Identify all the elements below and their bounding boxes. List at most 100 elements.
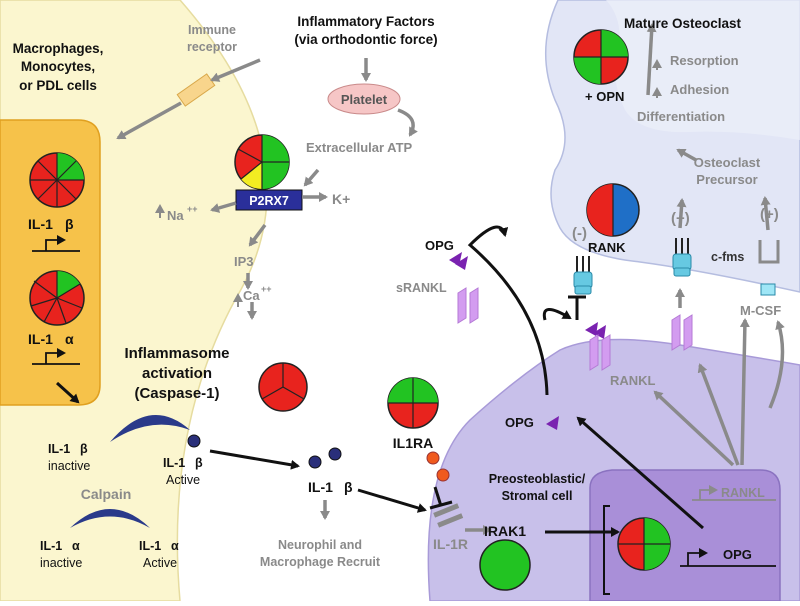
pos1-label: (+) [671,210,690,227]
pie-opn [573,29,629,85]
cfms-receptor [758,240,780,296]
inflammasome-label: Inflammasome activation (Caspase-1) [124,345,229,402]
svg-text:Macrophages,: Macrophages, [13,41,104,56]
svg-text:inactive: inactive [48,459,90,473]
il1a-gene-promoter [32,348,80,365]
pie-il1ra [387,377,439,429]
svg-text:Precursor: Precursor [696,172,757,187]
pie-il1a [29,270,85,326]
pie-il1b [29,152,85,208]
small-gray-arrows [155,59,662,307]
rankl-membrane-label: RANKL [610,373,656,388]
il1r-label: IL-1R [433,536,468,552]
opg-gene-promoter [680,548,776,567]
svg-text:β: β [80,442,88,456]
mature-osteoclast-label: Mature Osteoclast [624,16,742,31]
rankl-gene-promoter [692,485,776,501]
srankl-shape [457,287,479,324]
svg-text:receptor: receptor [187,40,237,54]
neg-label: (-) [572,225,587,242]
k-plus-label: K+ [332,191,350,207]
srankl-label: sRANKL [396,281,447,295]
il1a-active-label: IL-1 α Active [139,539,179,570]
svg-text:Osteoclast: Osteoclast [694,155,761,170]
svg-text:activation: activation [142,365,212,382]
svg-text:IL-1: IL-1 [163,456,185,470]
opg-bound-triangles [585,322,606,339]
svg-text:Macrophage Recruit: Macrophage Recruit [260,555,381,569]
il1a-main-label: IL-1 α [28,331,74,347]
pos2-label: (+) [760,206,779,223]
rankl-membrane-shape-1 [589,334,611,371]
il1b-inactive-label: IL-1 β inactive [48,442,90,473]
opg-top-triangles [449,252,468,270]
rankl-membrane-shape-2 [671,314,693,351]
preosteoblast-label: Preosteoblastic/ Stromal cell [489,472,586,503]
svg-text:Neurophil and: Neurophil and [278,538,362,552]
svg-text:α: α [65,331,74,347]
svg-text:Immune: Immune [188,23,236,37]
svg-text:IL-1: IL-1 [28,331,53,347]
svg-text:IL-1: IL-1 [48,442,70,456]
cfms-label: c-fms [711,250,744,264]
calpain-arc [70,509,150,528]
svg-text:(via orthodontic force): (via orthodontic force) [294,32,437,47]
svg-text:IL-1: IL-1 [308,479,333,495]
opg-secreted-triangle [546,416,559,430]
svg-text:Active: Active [143,556,177,570]
adhesion-label: Adhesion [670,82,729,97]
svg-text:or PDL cells: or PDL cells [19,78,97,93]
rank-receptor-right [672,238,692,277]
il1b-free-dots [308,447,342,469]
platelet-shape [327,83,401,115]
p2rx7-box [235,189,303,211]
svg-text:Ca: Ca [243,288,260,303]
il1r-receptor [433,503,464,528]
il1a-inactive-label: IL-1 α inactive [40,539,82,570]
osteoclast-inner [606,0,800,140]
platelet-label: Platelet [341,92,388,107]
resorption-label: Resorption [670,53,739,68]
svg-text:IL-1: IL-1 [139,539,161,553]
il1b-active-dot [187,434,201,448]
svg-text:β: β [195,456,203,470]
pie-p2rx7 [234,134,290,190]
il1b-free-label: IL-1 β [308,479,353,495]
svg-text:++: ++ [261,284,272,294]
pie-gene [617,517,671,571]
extracellular-atp-label: Extracellular ATP [306,140,413,155]
svg-text:++: ++ [187,204,198,214]
inflammatory-factors-label: Inflammatory Factors (via orthodontic fo… [294,14,437,47]
svg-text:(Caspase-1): (Caspase-1) [134,385,219,402]
opn-label: + OPN [585,89,624,104]
svg-text:IL-1: IL-1 [40,539,62,553]
svg-text:IL-1: IL-1 [28,216,53,232]
svg-text:α: α [72,539,80,553]
svg-text:α: α [171,539,179,553]
opg-secreted-label: OPG [505,415,534,430]
il1b-main-label: IL-1 β [28,216,74,232]
svg-text:Preosteoblastic/: Preosteoblastic/ [489,472,586,486]
inhibition-lines [429,295,586,510]
rank-label: RANK [588,240,626,255]
p2rx7-label: P2RX7 [249,194,289,208]
ip3-label: IP3 [234,254,254,269]
immune-receptor-label: Immune receptor [187,23,237,54]
black-arrows [55,225,704,537]
svg-text:Monocytes,: Monocytes, [21,59,95,74]
rankl-gene-label: RANKL [721,486,765,500]
precursor-label: Osteoclast Precursor [694,155,761,187]
svg-text:Inflammasome: Inflammasome [124,345,229,362]
inflammasome-arc [110,415,190,442]
gray-arrows [116,23,785,535]
ca-label: Ca ++ [243,284,272,303]
neutrophil-label: Neurophil and Macrophage Recruit [260,538,381,569]
svg-text:Active: Active [166,473,200,487]
rank-receptor-left [573,256,593,295]
il1b-gene-promoter [32,235,80,252]
na-label: Na ++ [167,204,198,223]
pie-inflammasome [258,362,308,412]
opg-top-label: OPG [425,238,454,253]
